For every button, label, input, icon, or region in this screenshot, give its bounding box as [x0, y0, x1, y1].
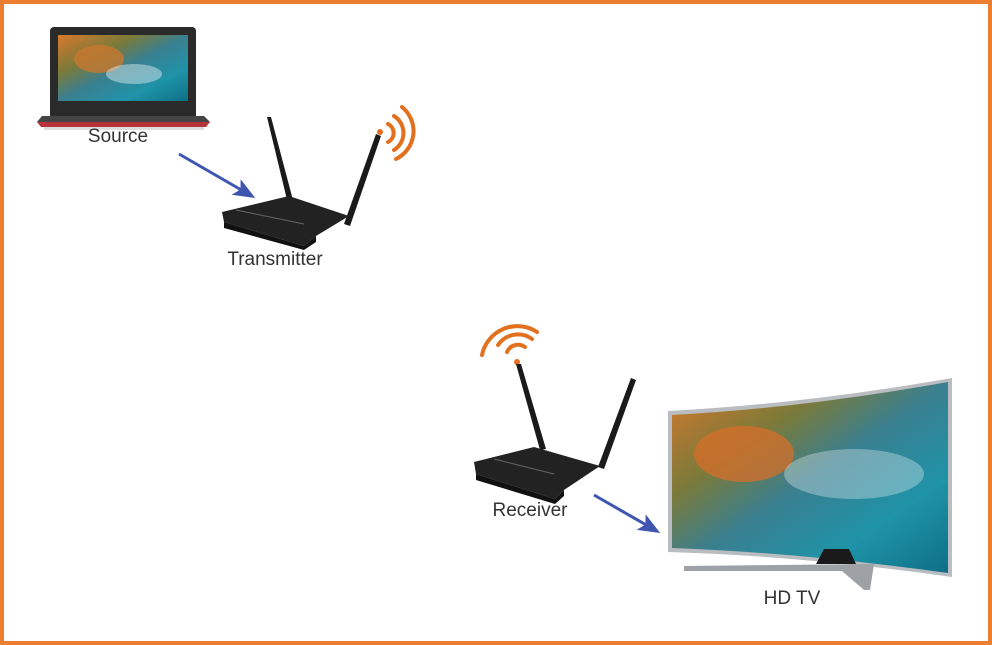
laptop-icon	[37, 27, 210, 130]
arrow-icon	[178, 152, 256, 199]
transmitter-label: Transmitter	[227, 249, 323, 270]
router-icon	[474, 364, 636, 504]
hd-tv-label: HD TV	[763, 588, 821, 609]
wifi-signal-icon	[480, 324, 539, 365]
tv-icon	[668, 378, 952, 590]
receiver-label: Receiver	[492, 500, 568, 521]
source-label: Source	[87, 126, 149, 147]
router-icon	[222, 117, 381, 250]
diagram-canvas	[37, 27, 952, 590]
wifi-signal-icon	[377, 105, 416, 161]
arrow-icon	[593, 493, 661, 533]
